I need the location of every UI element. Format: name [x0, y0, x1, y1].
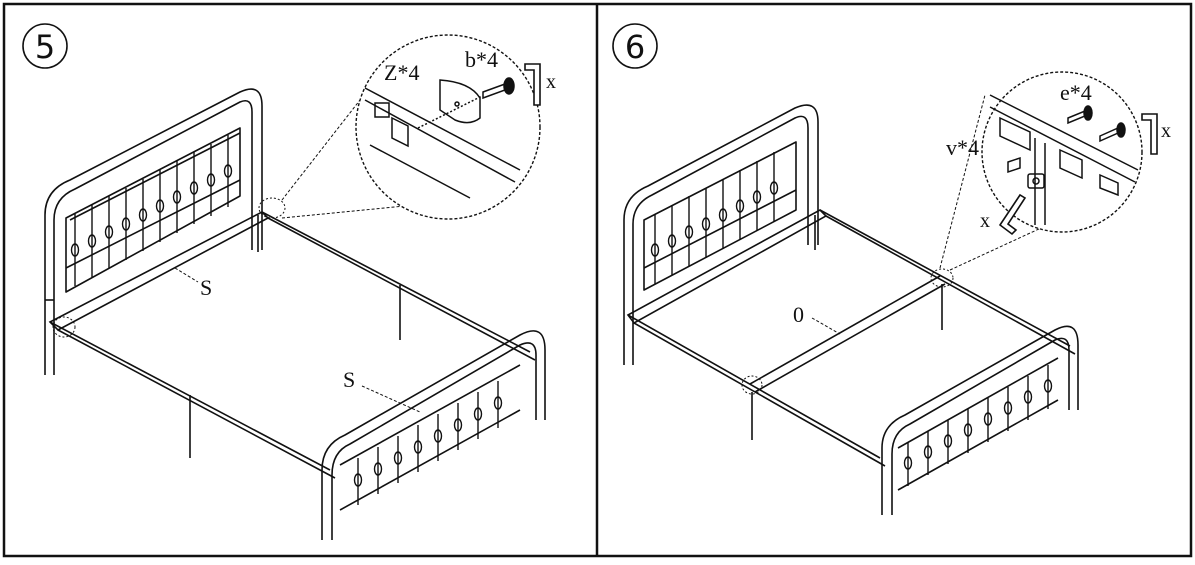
- callout-detail-step-5: [364, 77, 521, 199]
- bed-frame-rails: [48, 211, 536, 479]
- label-bolt-top: e*4: [1060, 80, 1092, 105]
- step-6-circle: [612, 23, 658, 69]
- callout-leader-bottom: [281, 204, 416, 219]
- callout-leader-left-step-6: [939, 94, 986, 269]
- panel-step-6: 6: [612, 23, 1171, 515]
- step-6-number: 6: [625, 28, 645, 66]
- label-bolt-side: v*4: [946, 135, 979, 160]
- connector-circle-center-near: [741, 375, 763, 395]
- label-tool-left: x: [980, 210, 990, 232]
- connector-circle-head: [258, 197, 286, 219]
- panel-step-5: 5: [22, 23, 556, 540]
- headboard-spindles: [70, 135, 233, 286]
- allen-key-icon: [524, 63, 541, 106]
- bolt-v-icon: [1007, 156, 1021, 174]
- label-end-rail: S: [343, 367, 355, 392]
- allen-key-icon-left: [998, 193, 1027, 236]
- label-plate: Z*4: [384, 60, 419, 85]
- footboard-spindles: [353, 381, 503, 505]
- leader-center-rail: [811, 317, 841, 335]
- label-tool-right: x: [1161, 120, 1171, 142]
- label-bolt: b*4: [465, 47, 498, 72]
- footboard-step-6: [881, 325, 1079, 515]
- step-5-circle: [22, 23, 68, 69]
- bed-frame-rails-step-6: [626, 209, 1076, 467]
- headboard-step-6: [623, 104, 819, 365]
- label-center-rail: 0: [793, 302, 804, 327]
- footboard: [321, 330, 546, 540]
- callout-detail-step-6: [989, 94, 1139, 225]
- label-tool: x: [546, 71, 556, 93]
- leader-end-rail: [361, 385, 421, 413]
- footboard-spindles-step-6: [903, 365, 1053, 486]
- callout-leader-right-step-6: [949, 209, 1081, 271]
- headboard-spindles-step-6: [650, 152, 779, 284]
- callout-leader-top: [281, 99, 361, 201]
- label-side-rail: S: [200, 275, 212, 300]
- connector-circle-foot: [52, 316, 76, 338]
- leader-side-rail: [174, 267, 199, 283]
- allen-key-icon-right: [1141, 113, 1158, 155]
- connector-circle-center-far: [930, 268, 954, 288]
- bracket-plate-icon: [439, 79, 481, 124]
- callout-circle-step-5: [355, 34, 541, 220]
- step-5-number: 5: [35, 28, 55, 66]
- headboard: [44, 88, 263, 375]
